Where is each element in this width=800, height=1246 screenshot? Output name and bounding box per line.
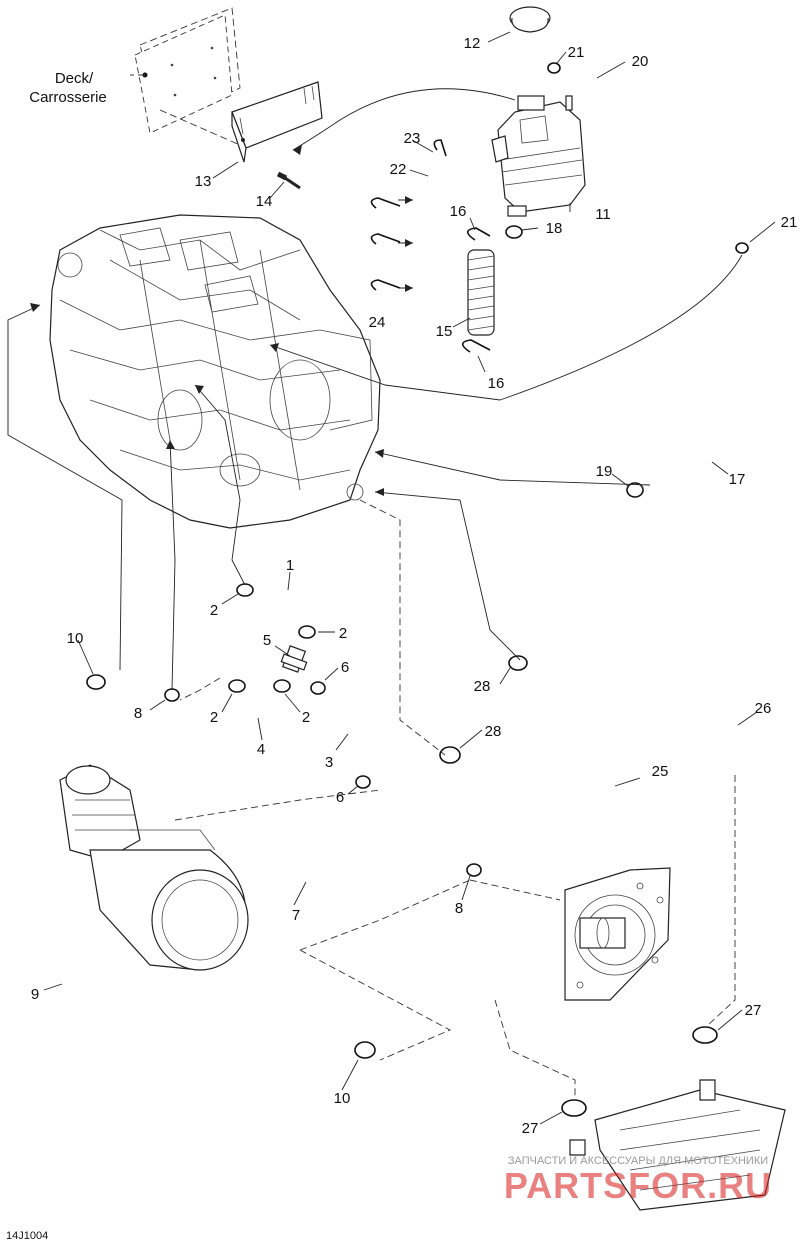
part-label-26: 26	[755, 700, 772, 717]
part-label-8a: 8	[134, 705, 142, 722]
part-label-28b: 28	[485, 723, 502, 740]
part-label-2b: 2	[339, 625, 347, 642]
part-label-7: 7	[292, 907, 300, 924]
watermark-subtitle: ЗАПЧАСТИ И АКСЕССУАРЫ ДЛЯ МОТОТЕХНИКИ	[508, 1155, 768, 1167]
part-label-2a: 2	[210, 602, 218, 619]
part-label-21b: 21	[781, 214, 798, 231]
pump-plate	[564, 867, 671, 1001]
part-label-23: 23	[404, 130, 421, 147]
hose-26	[537, 672, 740, 773]
screw-14	[276, 171, 301, 190]
part-label-28a: 28	[474, 678, 491, 695]
part-label-25: 25	[652, 763, 669, 780]
part-label-27b: 27	[522, 1120, 539, 1137]
bracket-13	[231, 81, 323, 163]
t-fitting-5	[280, 645, 308, 673]
part-label-2c: 2	[210, 709, 218, 726]
pressure-cap-12	[509, 6, 551, 33]
part-label-5: 5	[263, 632, 271, 649]
deck-panel	[134, 7, 241, 134]
part-label-10b: 10	[334, 1090, 351, 1107]
part-label-8b: 8	[455, 900, 463, 917]
hose-22	[418, 156, 432, 369]
coolant-tank-11	[491, 95, 586, 217]
part-label-14: 14	[256, 193, 273, 210]
part-label-16b: 16	[488, 375, 505, 392]
part-label-24: 24	[369, 314, 386, 331]
clamps	[86, 62, 749, 1117]
hose-17	[509, 249, 720, 491]
hose-1	[255, 574, 333, 617]
part-label-12: 12	[464, 35, 481, 52]
part-label-20: 20	[632, 53, 649, 70]
part-label-19: 19	[596, 463, 613, 480]
part-label-15: 15	[436, 323, 453, 340]
deck-label-line1: Deck/	[55, 70, 94, 87]
part-label-6a: 6	[341, 659, 349, 676]
part-label-27a: 27	[745, 1002, 762, 1019]
part-label-4: 4	[257, 741, 265, 758]
part-label-11: 11	[595, 206, 611, 223]
hose-7	[174, 708, 466, 884]
hose-3	[333, 703, 409, 801]
part-number-labels: 1 2 2 2 2 3 4 5 6 6 7 8 8 9 10 10 11 12 …	[31, 35, 798, 1137]
hose-4	[239, 687, 278, 720]
part-label-1: 1	[286, 557, 294, 574]
part-label-9: 9	[31, 986, 39, 1003]
callout-leaders	[43, 31, 776, 1125]
hose-20	[550, 10, 746, 234]
part-label-21a: 21	[568, 44, 585, 61]
sleeve-15	[467, 249, 495, 336]
routing-lines	[7, 88, 743, 691]
document-code: 14J1004	[6, 1230, 48, 1242]
part-label-22: 22	[390, 161, 407, 178]
hose-9	[2, 685, 347, 1050]
muffler	[59, 764, 249, 971]
dashed-routes	[130, 74, 736, 1100]
part-label-2d: 2	[302, 709, 310, 726]
intake-grate	[569, 1079, 786, 1211]
part-label-3: 3	[325, 754, 333, 771]
part-label-16a: 16	[450, 203, 467, 220]
engine-block	[49, 214, 381, 529]
part-label-18: 18	[546, 220, 563, 237]
part-label-10a: 10	[67, 630, 84, 647]
deck-label-line2: Carrosserie	[29, 89, 107, 106]
part-label-6b: 6	[336, 789, 344, 806]
watermark-logo: PARTSFOR.RU	[504, 1165, 772, 1206]
hose-25	[467, 756, 623, 948]
part-label-17: 17	[729, 471, 746, 488]
part-label-13: 13	[195, 173, 212, 190]
